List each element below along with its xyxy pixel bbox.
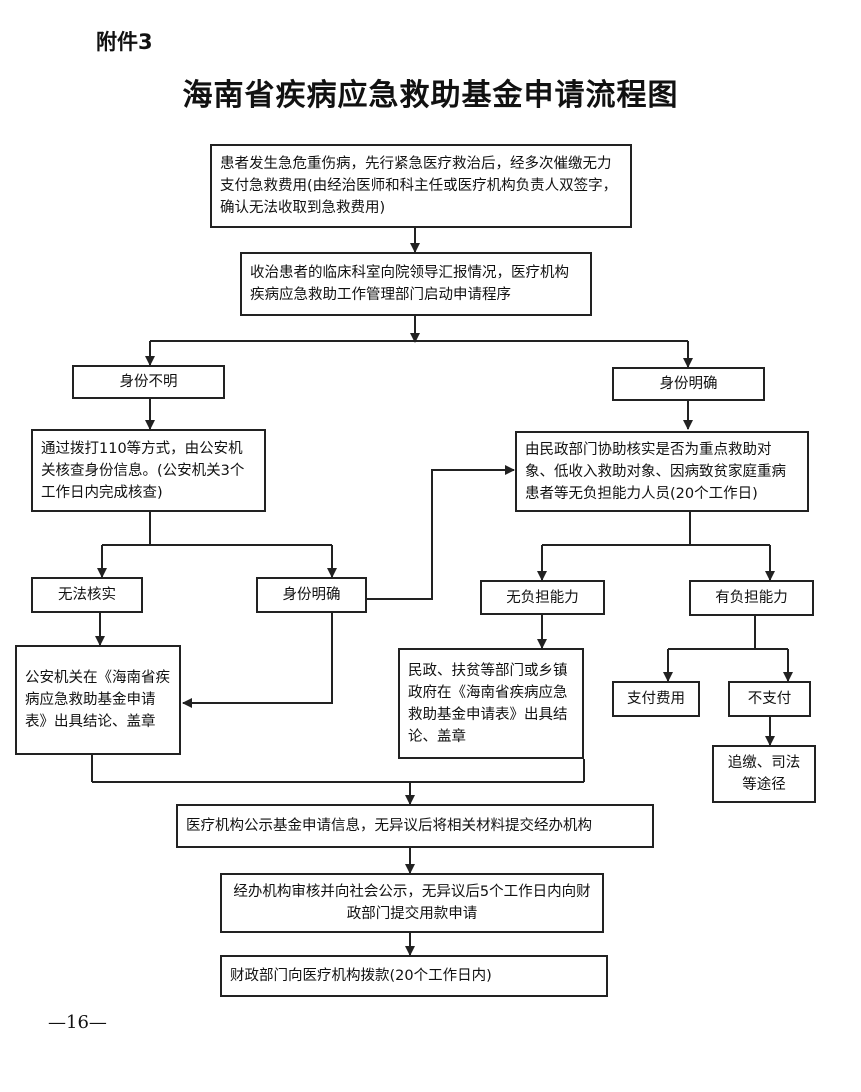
node-cannot-verify: 无法核实 [31, 577, 143, 613]
node-police-conclusion: 公安机关在《海南省疾病应急救助基金申请表》出具结论、盖章 [15, 645, 181, 755]
node-agency-review: 经办机构审核并向社会公示，无异议后5个工作日内向财政部门提交用款申请 [220, 873, 604, 933]
node-identity-unknown: 身份不明 [72, 365, 225, 399]
attachment-label: 附件3 [96, 30, 153, 54]
node-publicize: 医疗机构公示基金申请信息，无异议后将相关材料提交经办机构 [176, 804, 654, 848]
node-report: 收治患者的临床科室向院领导汇报情况，医疗机构疾病应急救助工作管理部门启动申请程序 [240, 252, 592, 316]
node-identity-known-2: 身份明确 [256, 577, 367, 613]
page-title: 海南省疾病应急救助基金申请流程图 [182, 78, 679, 113]
node-no-capacity: 无负担能力 [480, 580, 605, 615]
node-police-check: 通过拨打110等方式，由公安机关核查身份信息。(公安机关3个工作日内完成核查) [31, 429, 266, 512]
node-has-capacity: 有负担能力 [689, 580, 814, 616]
page-number: —16— [48, 1012, 107, 1033]
node-civil-conclusion: 民政、扶贫等部门或乡镇政府在《海南省疾病应急救助基金申请表》出具结论、盖章 [398, 648, 584, 759]
node-identity-known: 身份明确 [612, 367, 765, 401]
node-civil-check: 由民政部门协助核实是否为重点救助对象、低收入救助对象、因病致贫家庭重病患者等无负… [515, 431, 809, 512]
node-start: 患者发生急危重伤病，先行紧急医疗救治后，经多次催缴无力支付急救费用(由经治医师和… [210, 144, 632, 228]
connector-known2-conclusion [182, 613, 333, 708]
connector-known2-civil [367, 465, 515, 600]
node-finance-pay: 财政部门向医疗机构拨款(20个工作日内) [220, 955, 608, 997]
node-recover: 追缴、司法等途径 [712, 745, 816, 803]
node-pay-fees: 支付费用 [612, 681, 700, 717]
node-not-pay: 不支付 [728, 681, 811, 717]
